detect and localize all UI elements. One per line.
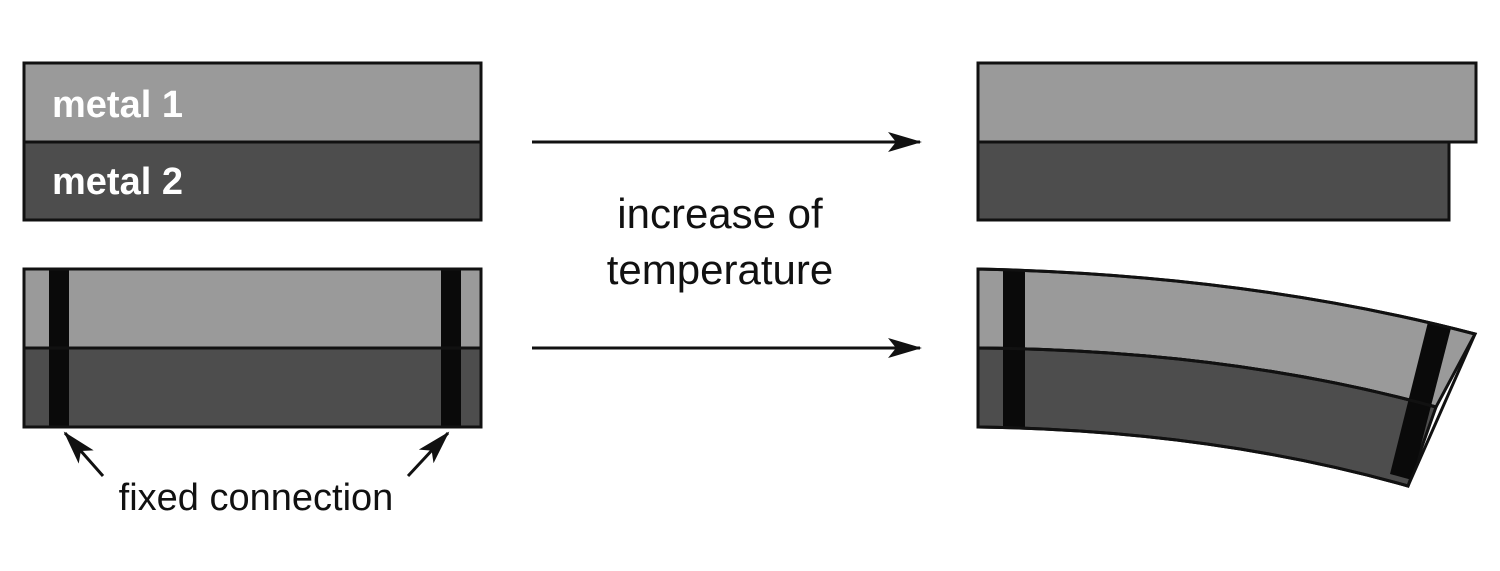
metal-1-strip-expanded: [976, 61, 1478, 144]
metal-1-strip: [22, 61, 483, 144]
fixed-connection-pointer-right: [406, 431, 450, 478]
strip-pair-before-fixed: [22, 267, 483, 429]
metal-2-label: metal 2: [52, 161, 183, 203]
process-label-line-1: increase of: [617, 190, 823, 237]
metal-1-label: metal 1: [52, 84, 183, 126]
fixed-connection-label: fixed connection: [119, 477, 394, 519]
metal-1-strip-fixed: [22, 267, 483, 350]
strip-pair-after-fixed-bent: [976, 267, 1478, 488]
metal-2-strip-expanded: [976, 140, 1451, 222]
metal-2-strip: [22, 140, 483, 222]
strip-pair-after-loose: [976, 61, 1478, 222]
fixed-connector-right-bent: [1390, 322, 1451, 480]
fixed-connection-pointer-left: [63, 431, 105, 477]
metal-2-strip-fixed: [22, 346, 483, 429]
process-label-line-2: temperature: [607, 246, 833, 293]
strip-pair-before-loose: metal 1 metal 2: [22, 61, 483, 222]
